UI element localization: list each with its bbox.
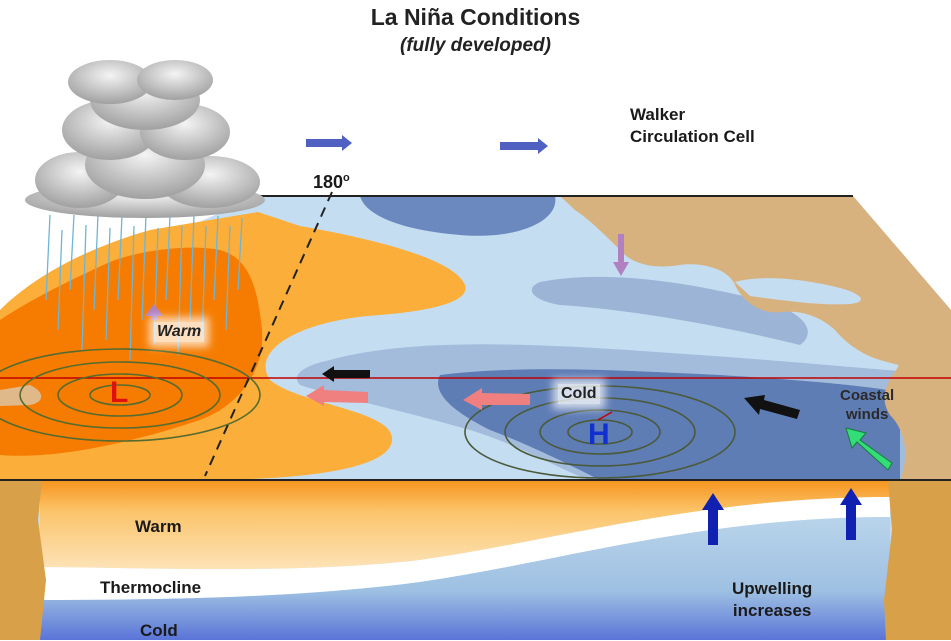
surface-trade-winds [306, 385, 530, 410]
diagram-subtitle: (fully developed) [400, 35, 551, 56]
cold-subsurface-layer [40, 517, 890, 640]
thermocline-band [40, 497, 890, 600]
western-continent-section [0, 480, 46, 640]
warm-subsurface-layer [40, 480, 890, 570]
cool-tongue-north [531, 276, 808, 345]
high-pressure-rings [464, 385, 736, 479]
upwelling-arrow-icon [840, 488, 862, 540]
cold-subsurface-label: Cold [140, 621, 178, 640]
high-pressure-marker: H [588, 418, 610, 451]
cloud-icon [25, 60, 265, 218]
walker-arrows [306, 135, 548, 154]
rain-icon [45, 214, 243, 361]
meridian-value: 180 [313, 172, 344, 192]
low-pressure-rings [0, 348, 261, 442]
upwelling-label-line1: Upwelling [732, 579, 813, 598]
meridian-180-line [204, 191, 333, 477]
south-america-coast [884, 325, 951, 480]
diagram-title: La Niña Conditions [370, 4, 581, 30]
wind-arrow-icon [306, 135, 352, 151]
ocean-surface [0, 196, 951, 480]
warm-pool-deep [0, 247, 263, 456]
warm-surface-label: Warm [154, 322, 205, 342]
upwelling-arrows [702, 488, 862, 545]
wind-arrow-icon [463, 388, 530, 410]
meridian-degree-sign: o [343, 172, 350, 184]
meridian-180-label: 180o [313, 172, 350, 193]
wind-arrow-icon [322, 366, 370, 382]
walker-circulation-label: Walker Circulation Cell [630, 104, 755, 148]
cold-surface-label: Cold [558, 384, 600, 404]
upwelling-arrow-icon [702, 493, 724, 545]
subsurface-section [0, 480, 951, 640]
walker-label-line2: Circulation Cell [630, 127, 755, 146]
wind-arrow-icon [613, 234, 629, 276]
high-marker-tick [597, 411, 613, 421]
caribbean-islands [735, 278, 861, 305]
wind-arrow-icon [500, 138, 548, 154]
coastal-winds-label: Coastal winds [840, 386, 894, 424]
eastern-continent-section [884, 480, 951, 640]
cool-patch-north [360, 196, 556, 236]
wind-arrow-icon [306, 385, 368, 406]
upwelling-label: Upwelling increases [732, 578, 812, 622]
cold-core [438, 369, 900, 480]
upwelling-label-line2: increases [732, 601, 812, 620]
coastal-label-line1: Coastal [840, 387, 895, 404]
coastal-label-line2: winds [845, 406, 889, 423]
warm-subsurface-label: Warm [135, 517, 182, 536]
wind-arrow-icon [145, 304, 163, 320]
wind-arrow-icon [744, 395, 800, 419]
low-pressure-marker: L [110, 376, 129, 409]
wind-arrow-icon [845, 427, 893, 471]
walker-label-line1: Walker [630, 105, 686, 124]
thermocline-label: Thermocline [100, 578, 202, 597]
